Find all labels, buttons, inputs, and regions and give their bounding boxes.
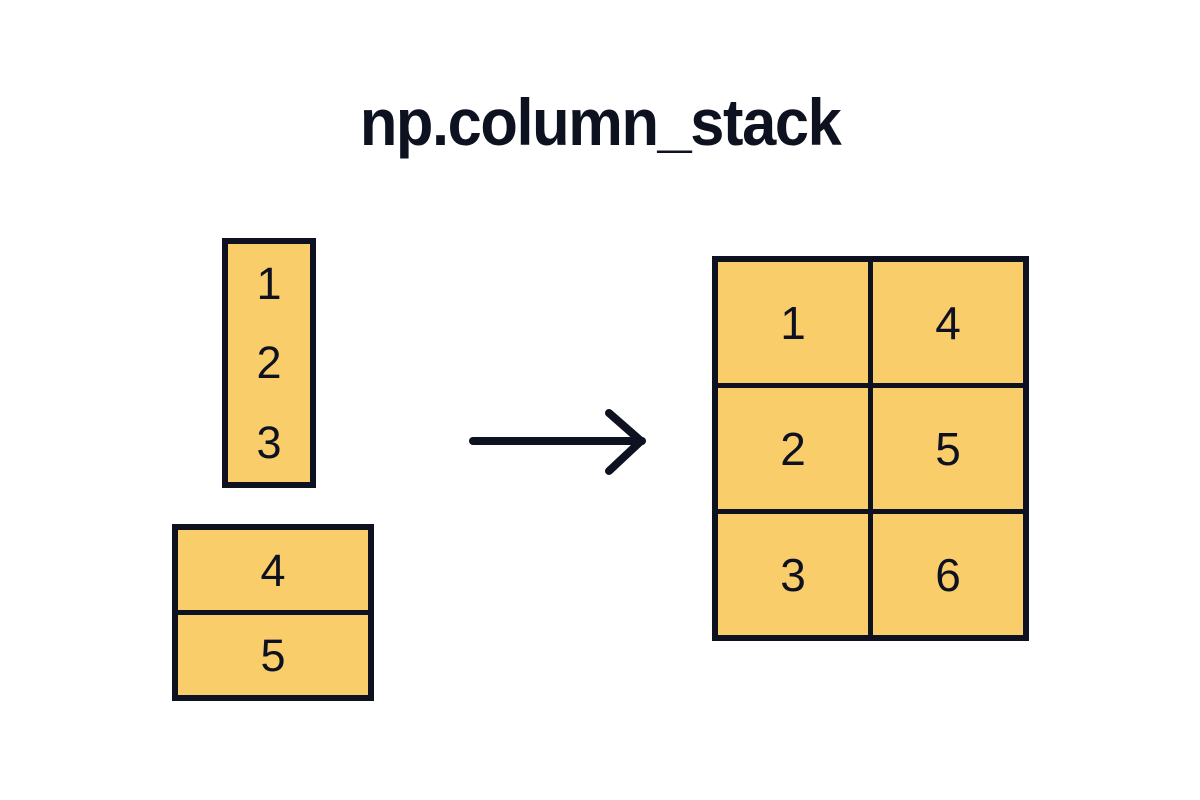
cell: 5 (178, 610, 368, 695)
output-array-grid: 1 4 2 5 3 6 (712, 256, 1029, 641)
cell: 1 (228, 244, 310, 324)
grid-row: 1 4 (718, 262, 1023, 383)
cell: 2 (228, 323, 310, 403)
right-arrow-icon (462, 402, 662, 482)
cell: 4 (178, 530, 368, 610)
cell: 5 (868, 388, 1023, 509)
cell: 3 (718, 514, 868, 635)
cell: 1 (718, 262, 868, 383)
input-array-rows: 4 5 (172, 524, 374, 701)
page-title: np.column_stack (359, 85, 842, 159)
grid-row: 3 6 (718, 509, 1023, 635)
cell: 6 (868, 514, 1023, 635)
cell: 2 (718, 388, 868, 509)
cell: 3 (228, 402, 310, 482)
grid-row: 2 5 (718, 383, 1023, 509)
input-array-column: 1 2 3 (222, 238, 316, 488)
cell: 4 (868, 262, 1023, 383)
